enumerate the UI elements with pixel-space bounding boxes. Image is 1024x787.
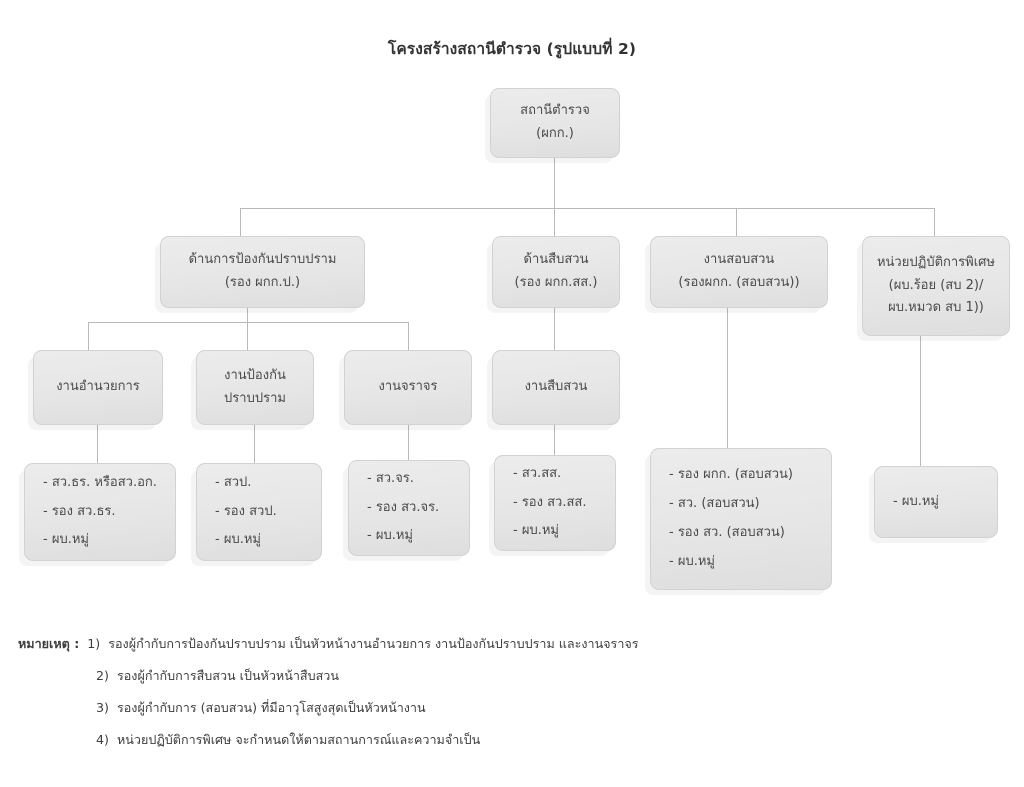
node-inquiry-division[interactable]: ด้านสืบสวน (รอง ผกก.สส.) <box>492 236 620 308</box>
node-interrogation-division[interactable]: งานสอบสวน (รองผกก. (สอบสวน)) <box>650 236 828 308</box>
connector-drop-inquiry <box>554 208 555 236</box>
node-investigation-work[interactable]: งานสืบสวน <box>492 350 620 425</box>
connector-drop-prevention-work <box>247 322 248 350</box>
list-item: - ผบ.หมู่ <box>215 532 261 548</box>
note-text: หน่วยปฏิบัติการพิเศษ จะกำหนดให้ตามสถานกา… <box>116 732 481 747</box>
node-inquiry-division-line1: ด้านสืบสวน <box>523 252 589 268</box>
list-item: - สว.สส. <box>513 465 562 481</box>
list-special-roles[interactable]: - ผบ.หมู่ <box>874 466 998 538</box>
list-item: - รอง สว. (สอบสวน) <box>669 525 785 540</box>
note-text: รองผู้กำกับการป้องกันปราบปราม เป็นหัวหน้… <box>108 636 639 651</box>
list-item: - ผบ.หมู่ <box>513 523 559 539</box>
list-item: - สว.จร. <box>367 470 414 486</box>
connector-prevention-bus <box>88 322 408 323</box>
node-prevention-division[interactable]: ด้านการป้องกันปราบปราม (รอง ผกก.ป.) <box>160 236 365 308</box>
node-prevention-division-line1: ด้านการป้องกันปราบปราม <box>188 252 337 268</box>
connector-special-to-roles <box>920 336 921 466</box>
connector-drop-prevention <box>240 208 241 236</box>
node-police-station[interactable]: สถานีตำรวจ (ผกก.) <box>490 88 620 158</box>
connector-admin-work-to-roles <box>97 425 98 463</box>
note-text: รองผู้กำกับการ (สอบสวน) ที่มีอาวุโสสูงสุ… <box>116 700 426 715</box>
node-prevention-work-line1: งานป้องกัน <box>224 367 286 383</box>
node-inquiry-division-line2: (รอง ผกก.สส.) <box>514 275 598 290</box>
connector-prevention-work-to-roles <box>254 425 255 463</box>
list-item: - สว. (สอบสวน) <box>669 496 760 512</box>
list-item: - รอง สวป. <box>215 503 277 519</box>
connector-drop-admin-work <box>88 322 89 350</box>
connector-prevention-stem <box>247 308 248 322</box>
notes-section: หมายเหตุ : 1) รองผู้กำกับการป้องกันปราบป… <box>18 634 978 762</box>
note-number: 3) <box>96 700 109 715</box>
list-item: - รอง ผกก. (สอบสวน) <box>669 467 793 483</box>
connector-drop-interrogation <box>736 208 737 236</box>
connector-drop-traffic-work <box>408 322 409 350</box>
list-item: - รอง สว.จร. <box>367 499 440 515</box>
list-investigation-roles[interactable]: - สว.สส. - รอง สว.สส. - ผบ.หมู่ <box>494 455 616 551</box>
list-interrogation-roles[interactable]: - รอง ผกก. (สอบสวน) - สว. (สอบสวน) - รอง… <box>650 448 832 590</box>
node-special-operations-unit[interactable]: หน่วยปฏิบัติการพิเศษ (ผบ.ร้อย (สบ 2)/ ผบ… <box>862 236 1010 336</box>
list-item: - ผบ.หมู่ <box>43 532 89 548</box>
list-traffic-roles[interactable]: - สว.จร. - รอง สว.จร. - ผบ.หมู่ <box>348 460 470 556</box>
list-item: - รอง สว.ธร. <box>43 503 116 519</box>
node-admin-work[interactable]: งานอำนวยการ <box>33 350 163 425</box>
connector-interrogation-to-roles <box>727 308 728 448</box>
node-police-station-line2: (ผกก.) <box>536 126 574 141</box>
note-row-1: หมายเหตุ : 1) รองผู้กำกับการป้องกันปราบป… <box>18 634 978 654</box>
list-item: - ผบ.หมู่ <box>893 493 939 509</box>
node-special-operations-unit-line1: หน่วยปฏิบัติการพิเศษ <box>876 254 996 270</box>
note-number: 1) <box>87 636 101 651</box>
connector-traffic-work-to-roles <box>408 425 409 463</box>
node-prevention-work-line2: ปราบปราม <box>224 390 286 406</box>
list-item: - ผบ.หมู่ <box>367 528 413 544</box>
list-prevention-roles[interactable]: - สวป. - รอง สวป. - ผบ.หมู่ <box>196 463 322 561</box>
node-investigation-work-line1: งานสืบสวน <box>524 379 588 395</box>
note-number: 2) <box>96 668 109 683</box>
node-prevention-work[interactable]: งานป้องกัน ปราบปราม <box>196 350 314 425</box>
list-admin-roles[interactable]: - สว.ธร. หรือสว.อก. - รอง สว.ธร. - ผบ.หม… <box>24 463 176 561</box>
node-interrogation-division-line2: (รองผกก. (สอบสวน)) <box>678 275 800 290</box>
note-row-2: 2) รองผู้กำกับการสืบสวน เป็นหัวหน้าสืบสว… <box>18 666 978 686</box>
note-number: 4) <box>96 732 109 747</box>
connector-main-bus <box>240 208 934 209</box>
connector-inquiry-to-investigation <box>554 308 555 350</box>
node-traffic-work-line1: งานจราจร <box>378 379 438 395</box>
node-interrogation-division-line1: งานสอบสวน <box>703 252 775 268</box>
note-text: รองผู้กำกับการสืบสวน เป็นหัวหน้าสืบสวน <box>116 668 339 683</box>
node-prevention-division-line2: (รอง ผกก.ป.) <box>224 275 301 290</box>
node-admin-work-line1: งานอำนวยการ <box>56 379 140 395</box>
list-item: - รอง สว.สส. <box>513 494 587 510</box>
connector-drop-special <box>934 208 935 236</box>
node-special-operations-unit-line3: ผบ.หมวด สบ 1)) <box>888 300 984 316</box>
node-traffic-work[interactable]: งานจราจร <box>344 350 472 425</box>
node-police-station-line1: สถานีตำรวจ <box>520 103 590 119</box>
notes-label: หมายเหตุ : <box>18 636 80 651</box>
node-special-operations-unit-line2: (ผบ.ร้อย (สบ 2)/ <box>888 277 984 293</box>
page-title: โครงสร้างสถานีตำรวจ (รูปแบบที่ 2) <box>387 40 637 58</box>
list-item: - ผบ.หมู่ <box>669 553 715 569</box>
connector-investigation-work-to-roles <box>554 425 555 463</box>
note-row-4: 4) หน่วยปฏิบัติการพิเศษ จะกำหนดให้ตามสถา… <box>18 730 978 750</box>
list-item: - สว.ธร. หรือสว.อก. <box>43 474 157 490</box>
note-row-3: 3) รองผู้กำกับการ (สอบสวน) ที่มีอาวุโสสู… <box>18 698 978 718</box>
list-item: - สวป. <box>215 474 252 490</box>
connector-root-stem <box>554 158 555 208</box>
